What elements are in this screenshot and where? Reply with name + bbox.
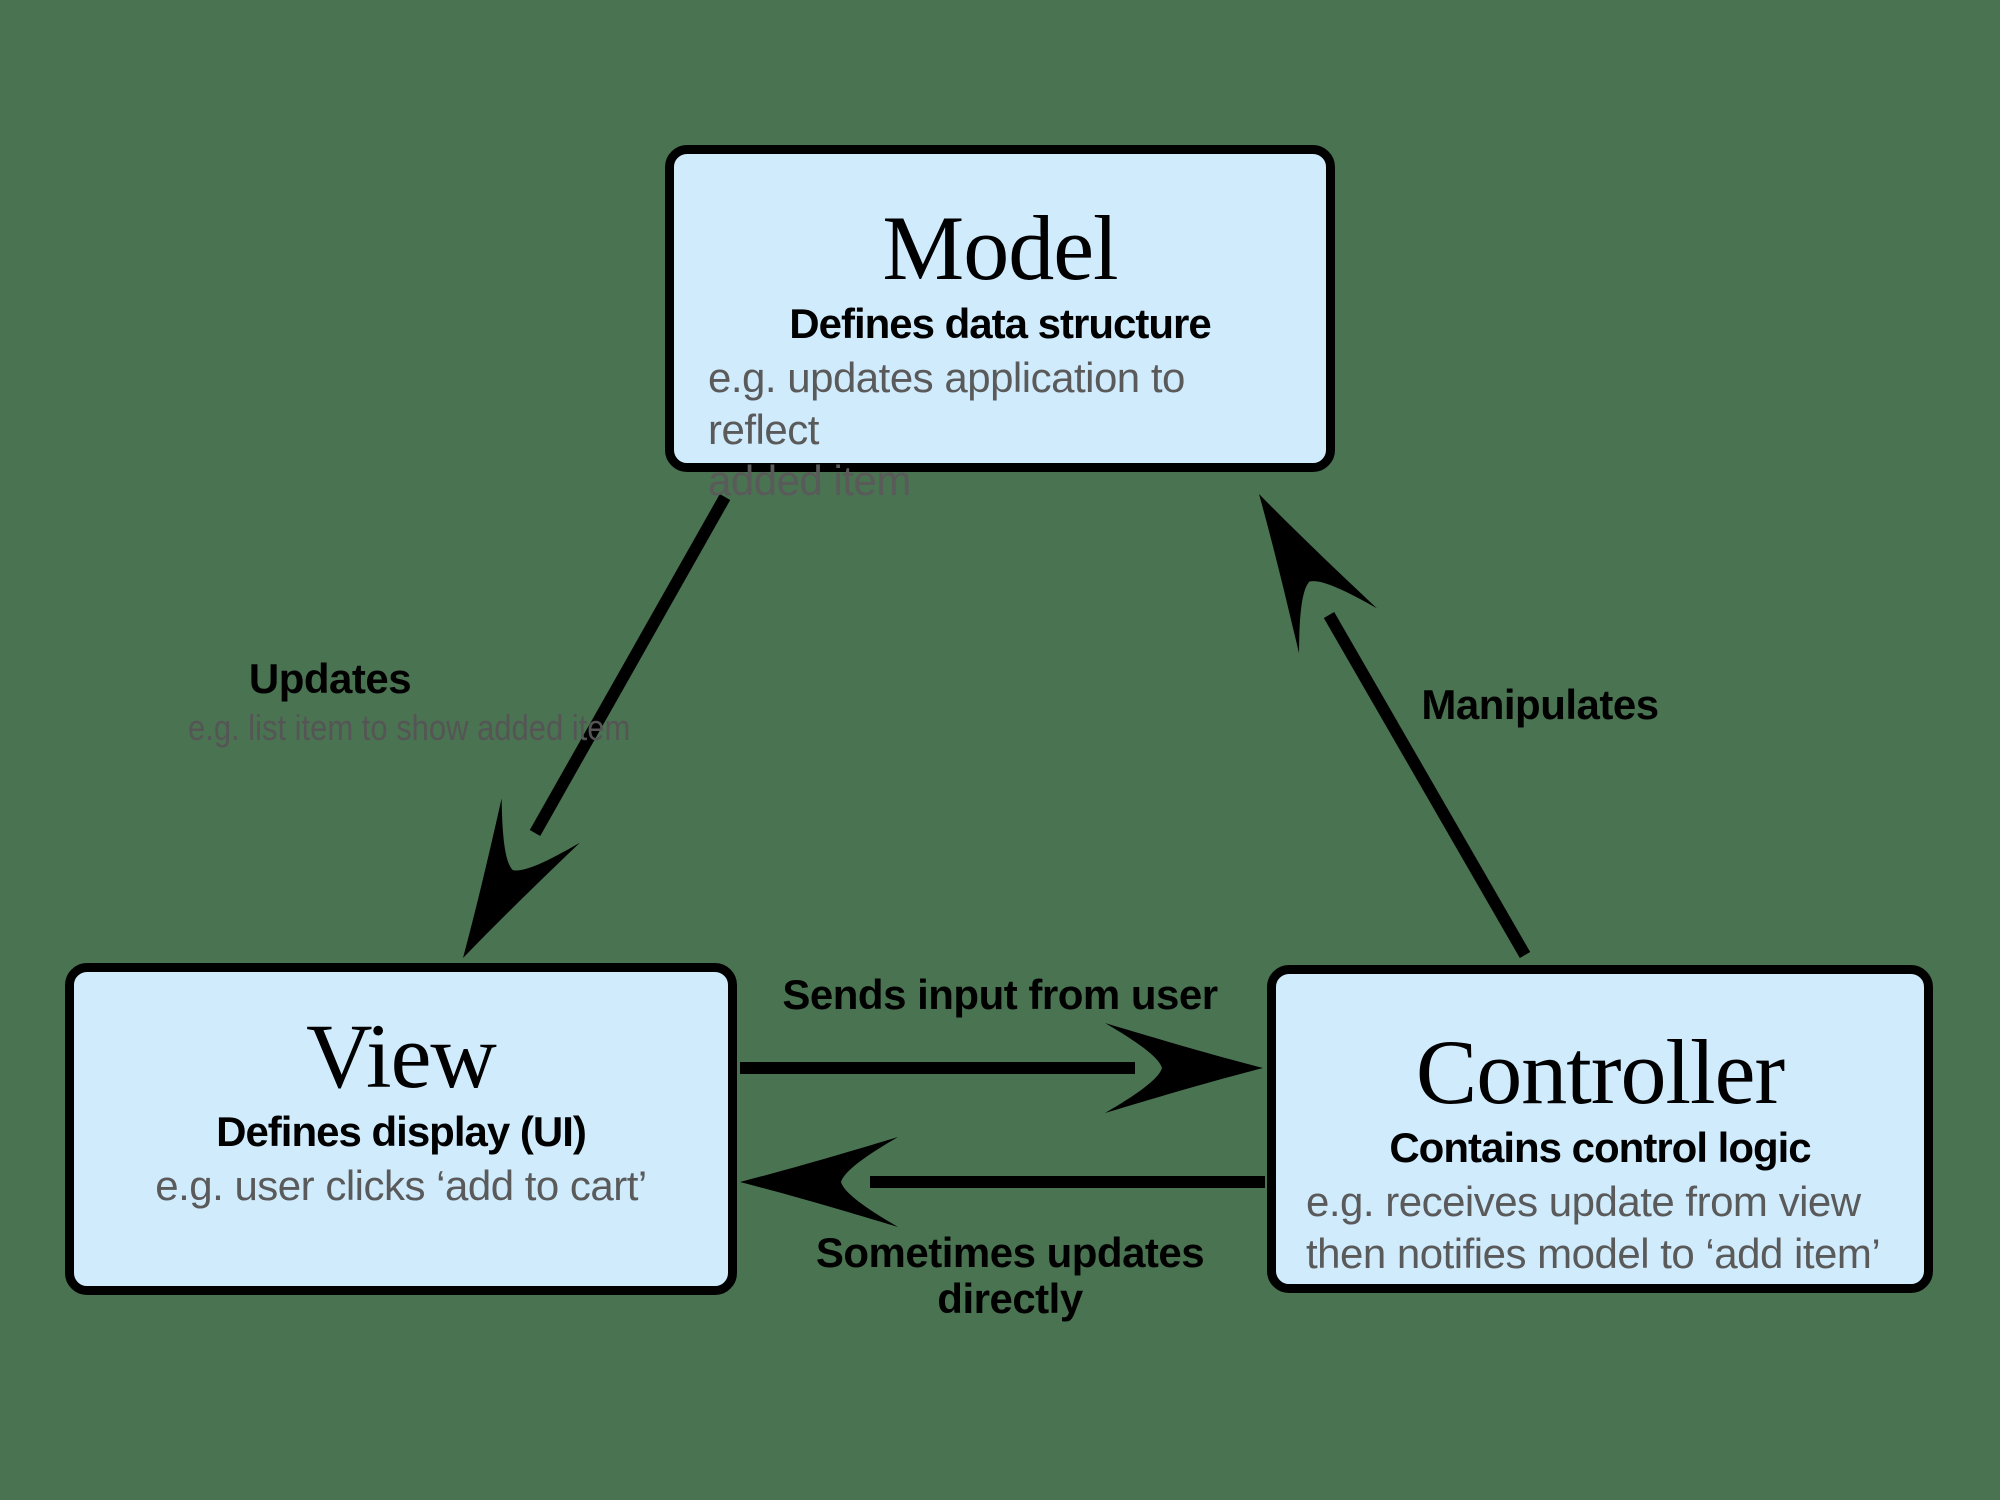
- manipulates-arrow-label: Manipulates: [1421, 681, 1659, 728]
- arrow-controller-to-model: [1259, 494, 1531, 958]
- arrow-model-to-view: [463, 494, 731, 958]
- model-subtitle: Defines data structure: [789, 300, 1211, 347]
- controller-example: e.g. receives update from view then noti…: [1276, 1176, 1924, 1278]
- arrow-controller-to-view: [740, 1137, 1265, 1227]
- sends-input-arrow-label: Sends input from user: [782, 971, 1218, 1018]
- updates-arrow-sublabel: e.g. list item to show added item: [188, 707, 631, 748]
- sometimes-updates-arrow-label: Sometimes updates directly: [815, 1229, 1205, 1323]
- model-box: Model Defines data structure e.g. update…: [665, 145, 1335, 504]
- view-box: View Defines display (UI) e.g. user clic…: [65, 963, 737, 1295]
- controller-example-line-1: e.g. receives update from view: [1306, 1178, 1861, 1226]
- controller-example-line-2: then notifies model to ‘add item’: [1306, 1229, 1881, 1277]
- view-title: View: [306, 1005, 497, 1107]
- model-example: e.g. updates application to reflect adde…: [674, 352, 1326, 506]
- model-example-line-2: added item: [708, 456, 911, 504]
- view-example: e.g. user clicks ‘add to cart’: [155, 1162, 647, 1210]
- model-example-line-1: e.g. updates application to reflect: [708, 354, 1185, 453]
- arrow-view-to-controller: [740, 1023, 1263, 1113]
- view-subtitle: Defines display (UI): [216, 1108, 587, 1155]
- controller-title: Controller: [1415, 1021, 1785, 1123]
- controller-subtitle: Contains control logic: [1389, 1124, 1811, 1171]
- model-title: Model: [882, 197, 1118, 299]
- controller-box: Controller Contains control logic e.g. r…: [1267, 965, 1933, 1293]
- updates-arrow-label: Updates: [248, 655, 412, 702]
